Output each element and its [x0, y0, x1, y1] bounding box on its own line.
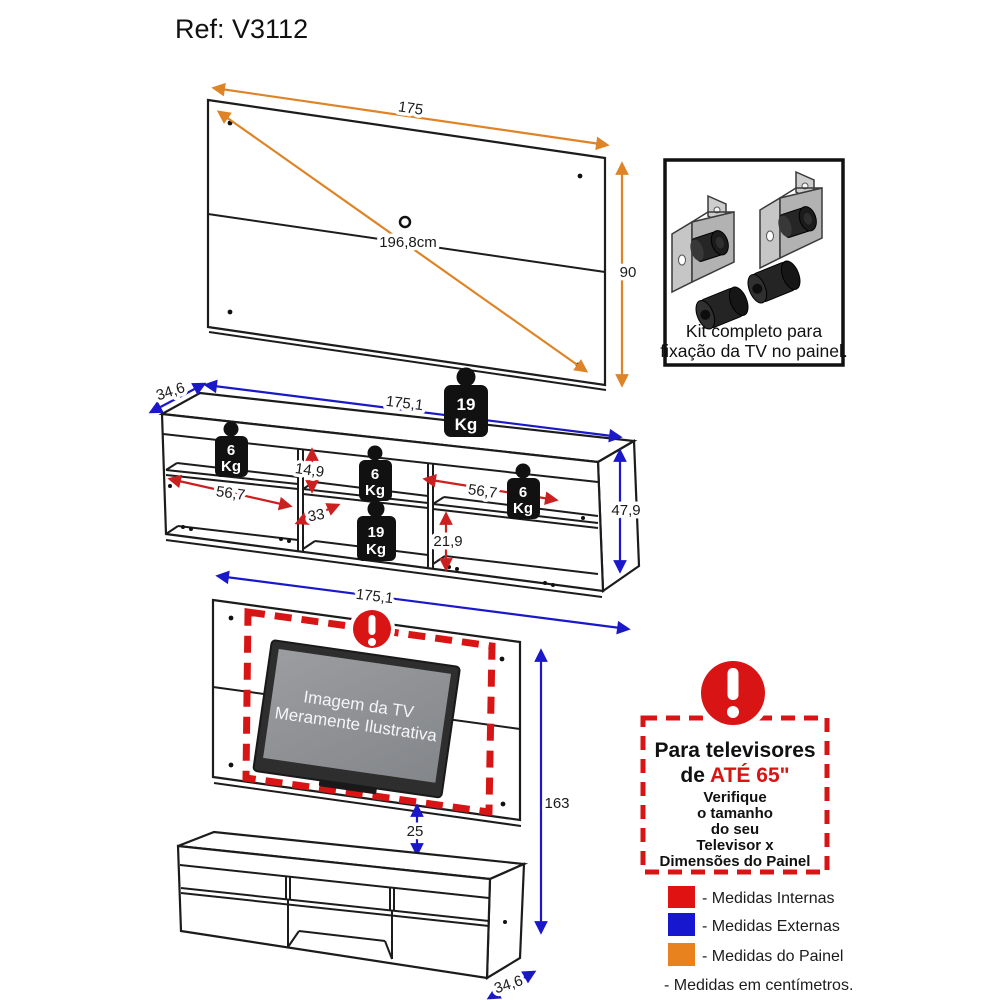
- warning-body-line1: Verifique: [703, 789, 766, 806]
- stand-illustration: [176, 830, 529, 980]
- tv-illustration: Imagem da TV Meramente Ilustrativa: [252, 639, 461, 799]
- panel-diagonal-label: 196,8cm: [379, 234, 437, 251]
- legend: - Medidas Internas - Medidas Externas - …: [664, 886, 853, 994]
- svg-text:Kg: Kg: [513, 500, 533, 517]
- warning-body-line4: Televisor x: [696, 837, 774, 854]
- stand-depth-label: 34,6: [492, 972, 525, 997]
- tv-area-dashed-outline: [242, 607, 496, 817]
- tv-max-size: ATÉ 65": [710, 764, 790, 787]
- page-title: Ref: V3112: [175, 14, 308, 44]
- cable-hole: [398, 215, 412, 229]
- svg-text:19: 19: [457, 395, 476, 414]
- panel-diagonal-arrow: [216, 110, 589, 373]
- rack-depth-label: 34,6: [154, 379, 187, 404]
- legend-label-externas: - Medidas Externas: [702, 918, 840, 935]
- warning-body-line2: o tamanho: [697, 805, 773, 822]
- warning-body-line5: Dimensões do Painel: [660, 853, 811, 870]
- kit-caption-line1: Kit completo para: [686, 321, 822, 341]
- svg-text:6: 6: [371, 466, 379, 483]
- assembly-width-label: 175,1: [355, 586, 394, 607]
- legend-label-internas: - Medidas Internas: [702, 890, 835, 907]
- svg-text:Kg: Kg: [455, 415, 478, 434]
- tv-bracket-icon: [759, 170, 823, 270]
- fixing-kit-box: Kit completo para fixação da TV no paine…: [660, 158, 848, 367]
- legend-swatch-internas: [668, 886, 695, 908]
- inner-left-width-arrow: [167, 474, 293, 511]
- svg-text:6: 6: [519, 484, 527, 501]
- panel-with-tv-diagram: 175,1 Imagem da TV Meramente Ilustrativa…: [176, 570, 631, 1000]
- legend-label-painel: - Medidas do Painel: [702, 948, 843, 965]
- svg-text:Kg: Kg: [366, 541, 386, 558]
- rack-width-label: 175,1: [385, 393, 424, 414]
- assembly-width-arrow: [215, 570, 631, 635]
- weight-icon-6kg-middle: 6 Kg: [359, 445, 392, 501]
- stand-depth-arrow: [486, 970, 537, 1000]
- warning-title-line2: de ATÉ 65": [680, 764, 789, 787]
- panel-height-label: 90: [620, 264, 637, 281]
- weight-icon-6kg-left: 6 Kg: [215, 421, 248, 477]
- rack-height-label: 47,9: [611, 502, 640, 519]
- inner-right-height-label: 21,9: [433, 533, 462, 550]
- tv-bracket-icon: [671, 194, 735, 294]
- exclamation-icon: [349, 606, 395, 652]
- spacer-roller-icon: [747, 260, 801, 304]
- svg-text:Kg: Kg: [221, 458, 241, 475]
- exclamation-icon: [695, 655, 771, 731]
- rack-diagram: 34,6 175,1 47,9 56,7 14,9 33 56,7 21,9 1…: [148, 367, 644, 598]
- inner-middle-width-arrow: [294, 503, 341, 525]
- svg-text:19: 19: [368, 524, 385, 541]
- warning-body-line3: do seu: [711, 821, 759, 838]
- kit-caption-line2: fixação da TV no painel.: [660, 341, 847, 361]
- rack-depth-arrow: [148, 382, 207, 414]
- weight-icon-19kg-top: 19 Kg: [444, 367, 488, 437]
- total-height-label: 163: [544, 795, 569, 812]
- tv-size-warning-box: Para televisores de ATÉ 65" Verifique o …: [640, 655, 830, 875]
- svg-text:Kg: Kg: [365, 482, 385, 499]
- weight-icon-19kg-middle-bottom: 19 Kg: [357, 500, 396, 561]
- tv-screen: [263, 649, 451, 783]
- tv-base: [318, 779, 377, 795]
- spacer-roller-icon: [695, 286, 749, 330]
- warning-title-line1: Para televisores: [654, 739, 815, 762]
- inner-middle-width-label: 33: [307, 506, 326, 526]
- rack-width-arrow: [203, 379, 623, 443]
- tv-gap-label: 25: [407, 823, 424, 840]
- legend-swatch-painel: [668, 943, 695, 966]
- svg-text:6: 6: [227, 442, 235, 459]
- legend-note: - Medidas em centímetros.: [664, 977, 853, 994]
- legend-swatch-externas: [668, 913, 695, 936]
- panel-width-label: 175: [397, 98, 424, 118]
- weight-icon-6kg-right: 6 Kg: [507, 463, 540, 519]
- tv-panel-diagram: 175 90 196,8cm: [206, 82, 640, 391]
